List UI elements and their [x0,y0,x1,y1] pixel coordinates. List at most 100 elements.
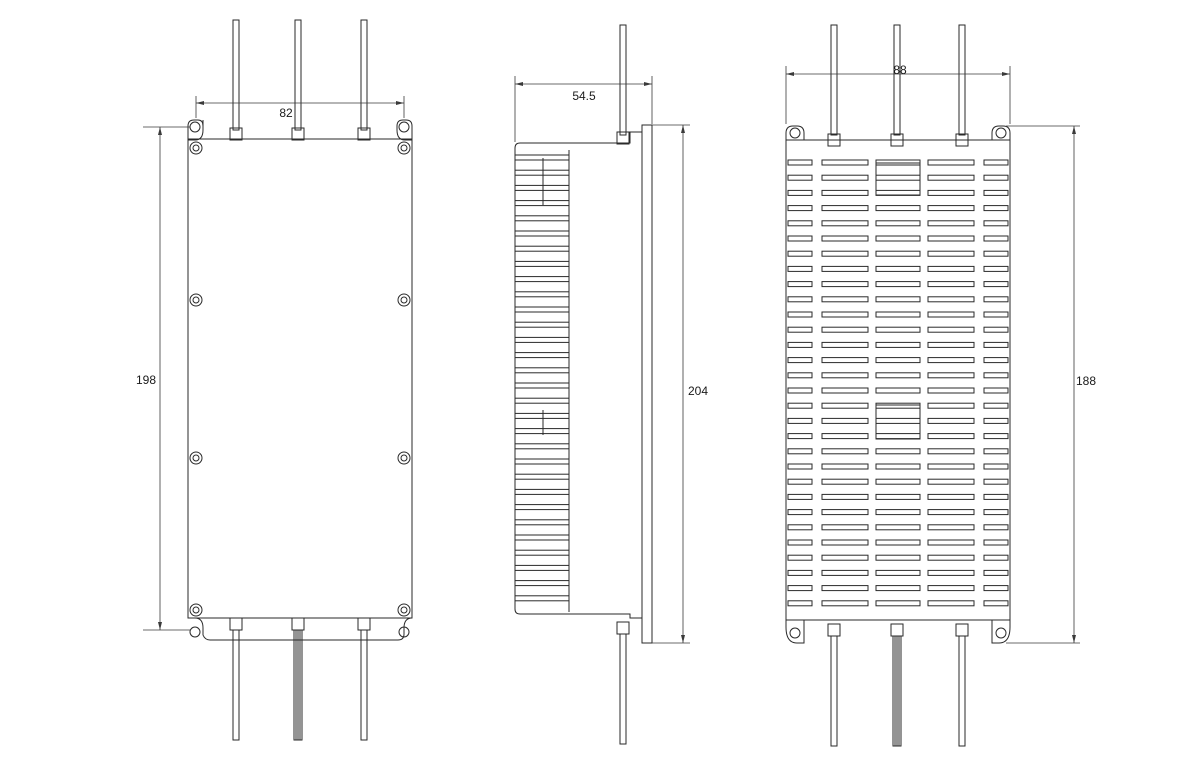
top-view-upper-leads [229,19,371,141]
bottom-fin [821,478,869,485]
bottom-fin [927,600,975,607]
bottom-fin [787,357,813,364]
side-view: 54.5 204 [514,24,708,745]
bottom-fin [821,448,869,455]
bottom-fin [875,387,921,394]
dim-top-width: 82 [195,96,405,120]
bottom-view: 88 188 [785,24,1096,747]
bottom-fin [927,189,975,196]
bottom-fin [787,326,813,333]
bottom-view-pad [875,404,921,440]
bottom-view-fins [787,159,1009,607]
bottom-fin [787,463,813,470]
bottom-fin [875,600,921,607]
bottom-fin [927,235,975,242]
top-view-plate [187,119,413,641]
bottom-fin [927,281,975,288]
side-fin [514,184,570,191]
bottom-fin [875,478,921,485]
bottom-fin [787,448,813,455]
side-fin [514,291,570,298]
bottom-fin [821,387,869,394]
bottom-fin [821,372,869,379]
side-view-base [641,124,653,644]
side-fin [514,200,570,207]
dim-label-top-height: 198 [136,373,156,387]
bottom-fin [787,524,813,531]
side-fin [514,595,570,602]
bottom-fin [787,174,813,181]
bottom-fin [821,265,869,272]
bottom-fin [787,235,813,242]
bottom-fin [983,509,1009,516]
bottom-fin [787,205,813,212]
bottom-fin [787,220,813,227]
top-view-body [187,138,413,619]
bottom-fin [927,402,975,409]
bottom-fin [927,569,975,576]
bottom-fin [983,585,1009,592]
bottom-fin [821,600,869,607]
bottom-fin [787,600,813,607]
bottom-fin [927,220,975,227]
bottom-fin [821,539,869,546]
bottom-fin [983,402,1009,409]
bottom-fin [821,402,869,409]
side-fin [514,382,570,389]
bottom-view-pad [875,162,921,196]
bottom-fin [875,539,921,546]
bottom-fin [875,509,921,516]
bottom-fin [927,585,975,592]
bottom-fin [875,235,921,242]
bottom-fin [927,433,975,440]
bottom-fin [821,250,869,257]
top-ear-hole [189,121,201,133]
bottom-fin [821,341,869,348]
bottom-fin [821,326,869,333]
bottom-fin [875,326,921,333]
bottom-fin [983,174,1009,181]
bottom-fin [875,433,921,440]
bottom-fin [875,296,921,303]
bottom-fin [927,265,975,272]
bottom-view-upper-leads [827,24,969,147]
top-view: 82 198 [136,19,413,741]
side-fin [514,215,570,222]
bottom-fin [821,585,869,592]
bottom-fin [875,205,921,212]
bottom-fin [927,205,975,212]
bottom-fin [983,387,1009,394]
bottom-fin [927,524,975,531]
bottom-fin [927,250,975,257]
side-fin [514,580,570,587]
bottom-fin [983,569,1009,576]
bottom-fin [983,554,1009,561]
bottom-fin [875,372,921,379]
bottom-fin [787,250,813,257]
bottom-fin [787,433,813,440]
bottom-fin [983,478,1009,485]
bottom-fin [927,539,975,546]
bottom-fin [875,220,921,227]
bottom-fin [787,189,813,196]
bottom-fin [927,417,975,424]
dim-side-height: 204 [652,124,708,644]
top-ear-hole [398,626,410,638]
bottom-fin [983,189,1009,196]
bottom-fin [927,448,975,455]
bottom-fin [927,478,975,485]
bottom-fin [927,387,975,394]
side-fin [514,534,570,541]
bottom-fin [787,509,813,516]
bottom-fin [821,417,869,424]
bottom-fin [927,463,975,470]
bottom-fin [983,524,1009,531]
dim-label-bottom-height: 188 [1076,374,1096,388]
bottom-fin [787,569,813,576]
bottom-fin [875,402,921,409]
bottom-fin [821,235,869,242]
side-fin [514,473,570,480]
top-ear-hole [189,626,201,638]
bottom-fin [821,220,869,227]
bottom-fin [875,250,921,257]
